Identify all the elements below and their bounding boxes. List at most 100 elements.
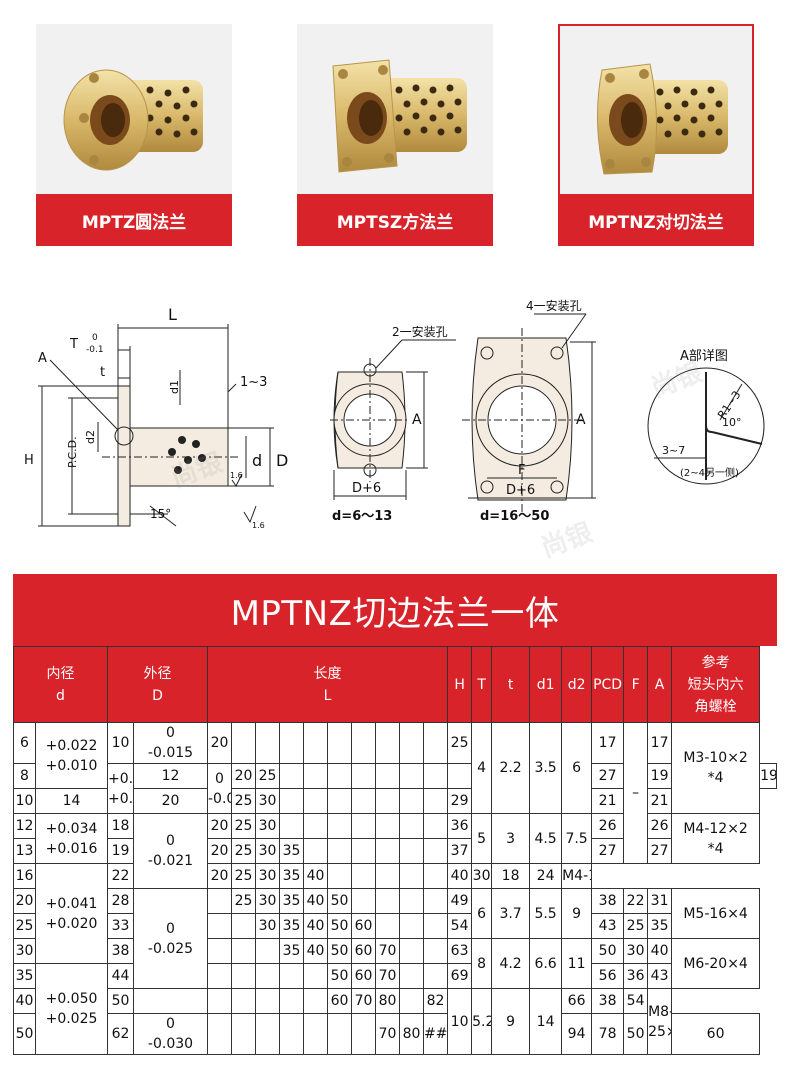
cell-length [327,763,352,789]
cell-length [399,838,424,864]
cell-d-tolerance: +0.050 +0.025 [35,963,108,1055]
cell-length: 30 [255,863,280,889]
cell-d1: 4.5 [529,813,563,864]
cell-length [231,1013,256,1055]
cell-length: 30 [255,888,280,914]
cell-length: 70 [375,963,400,989]
product-card-mptz[interactable]: MPTZ圆法兰 [36,24,232,246]
cell-length [207,938,232,964]
header-F: F [623,646,649,723]
cell-length [279,813,304,839]
cell-pcd: 38 [591,888,625,914]
cell-d-tolerance: +0.022 +0.010 [35,722,108,789]
cell-D: 10 [107,722,134,764]
cell-pcd: 43 [591,913,625,939]
cell-pcd: 78 [591,1013,625,1055]
cell-D-tolerance: 0 -0.021 [133,813,208,889]
cell-pcd: 21 [591,788,625,814]
cell-pcd: 17 [591,722,625,764]
front2-F-label: F [518,463,525,478]
front1-range-label: d=6～13 [332,509,392,524]
product-card-mptnz[interactable]: MPTNZ对切法兰 [558,24,754,246]
cell-length: 20 [207,813,232,839]
cell-length [351,763,376,789]
cell-T: 8 [471,938,493,989]
cell-length [255,1013,280,1055]
cell-length [303,763,328,789]
product-label: MPTZ圆法兰 [36,194,232,246]
cell-H: 54 [447,913,473,939]
cell-length [231,722,256,764]
cell-d: 13 [13,838,36,864]
cell-length [279,963,304,989]
cell-D: 19 [107,838,134,864]
cell-reference-bolt: M4-12×2 *4 [671,813,761,864]
cell-length: 35 [279,913,304,939]
cell-d1: 3.5 [529,722,563,814]
cell-length [327,863,352,889]
cell-A: 35 [647,913,673,939]
cell-length [303,1013,328,1055]
cell-A: 21 [647,788,673,814]
cell-t: 3 [491,813,531,864]
cell-length [255,938,280,964]
bushing-cut-flange-image [596,63,728,175]
cell-length: 25 [231,888,256,914]
cell-length: 50 [327,938,352,964]
cell-length [399,813,424,839]
cell-length: 60 [351,913,376,939]
cell-d1: 6.6 [529,938,563,989]
cell-d2: 9 [561,888,593,939]
cell-reference-bolt: M6-20×4 [671,938,761,989]
cell-length [303,722,328,764]
cell-length [303,813,328,839]
detail-dist-label: 3~7 [662,444,685,457]
cell-length: 20 [207,722,232,764]
cell-length [399,863,424,889]
cell-A: 43 [647,963,673,989]
cell-length [255,988,280,1014]
detail-note-label: (2~4另一侧) [680,466,739,479]
cell-length: 25 [231,788,256,814]
cell-length: 80 [399,1013,424,1055]
cell-t: 3.7 [491,888,531,939]
header-outer-diameter: 外径 D [107,646,208,723]
mounting-holes-2-label: 2一安装孔 [392,324,448,339]
cell-length [303,788,328,814]
cell-d: 40 [13,988,36,1014]
cell-length [422,963,449,989]
cell-F: – [623,722,649,864]
cell-length [422,763,449,789]
cell-length [422,863,449,889]
cell-length [375,813,400,839]
cell-length: 80 [375,988,400,1014]
detail-a-title: A部详图 [680,349,728,364]
cell-d2: 14 [529,988,563,1055]
cell-length [255,963,280,989]
cell-D-tolerance: 0 -0.015 [133,722,208,764]
product-card-mptsz[interactable]: MPTSZ方法兰 [297,24,493,246]
header-d2: d2 [561,646,593,723]
cell-length [399,988,424,1014]
cell-T: 10 [447,988,473,1055]
cell-length [399,763,424,789]
cell-pcd: 50 [591,938,625,964]
cell-length [351,838,376,864]
front-view-large [462,313,596,514]
dim-L-label: L [168,305,177,324]
product-label: MPTSZ方法兰 [297,194,493,246]
detail-angle-label: 10° [722,416,742,429]
cell-length [255,722,280,764]
cell-D: 18 [107,813,134,839]
cell-length [375,838,400,864]
dim-pcd-label: P.C.D. [66,436,79,468]
header-reference-bolt: 参考 短头内六 角螺栓 [671,646,761,723]
cell-F: 25 [623,913,649,939]
dim-T-tol-upper: 0 [92,333,98,343]
cell-d2: 6 [561,722,593,814]
